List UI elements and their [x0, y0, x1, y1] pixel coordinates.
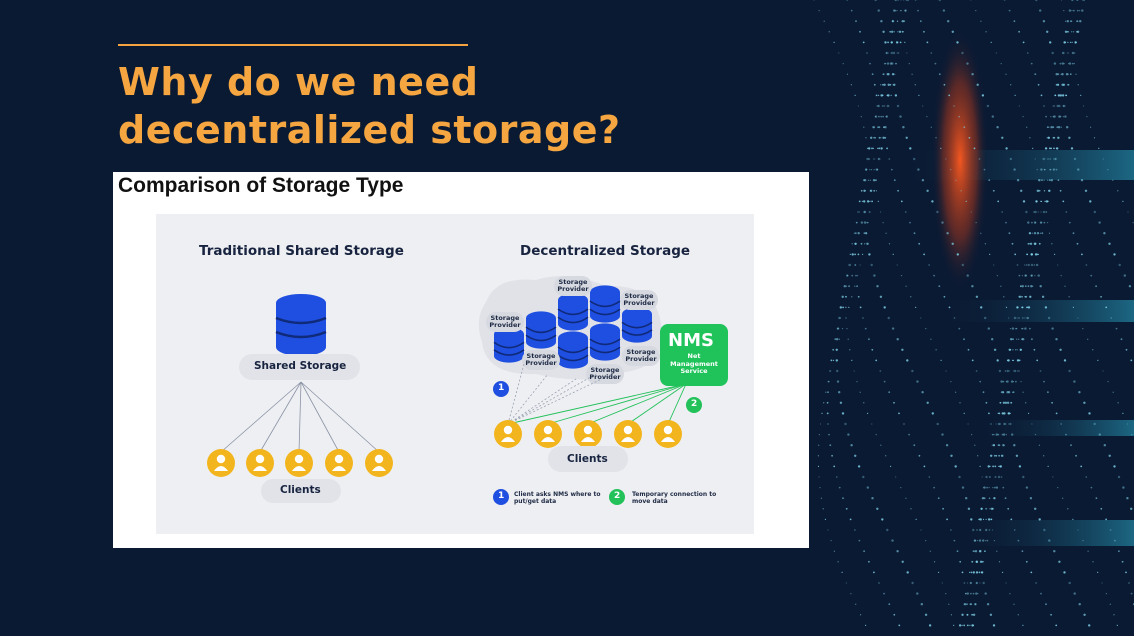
traditional-client-icon-4 [325, 449, 353, 477]
slide-title: Why do we need decentralized storage? [118, 58, 678, 154]
traditional-client-icon-1 [207, 449, 235, 477]
decentralized-client-icon-5 [654, 420, 682, 448]
provider-databases [493, 285, 653, 369]
shared-storage-pill [239, 354, 360, 380]
provider-pill-5 [586, 364, 624, 384]
decentralized-client-icon-2 [534, 420, 562, 448]
nms-box [660, 324, 728, 386]
badge-2-number: 2 [691, 399, 698, 409]
slide-title-line-2: decentralized storage? [118, 108, 621, 152]
provider-database-icon-6 [557, 331, 589, 369]
client-provider-dashed-lines [507, 363, 617, 425]
provider-database-icon-4 [589, 285, 621, 323]
comparison-card: Comparison of Storage Type [113, 172, 809, 548]
provider-pill-4 [522, 350, 560, 370]
shared-storage-label: Shared Storage [254, 360, 347, 372]
storage-comparison-diagram: Traditional Shared Storage Decentralized… [156, 214, 754, 534]
badge-2-icon [686, 397, 702, 413]
provider-database-icon-3 [557, 293, 589, 331]
diagram-graphics [207, 276, 728, 505]
provider-database-icon-7 [589, 323, 621, 361]
decentralized-client-icon-3 [574, 420, 602, 448]
provider-database-icon-2 [525, 311, 557, 349]
title-rule [118, 44, 468, 46]
provider-pill-3 [620, 290, 658, 310]
nms-title: NMS [668, 330, 714, 351]
traditional-lines [220, 381, 380, 453]
slide-title-line-1: Why do we need [118, 60, 479, 104]
decentralized-clients [494, 420, 682, 448]
legend-2-number: 2 [614, 491, 621, 501]
legend-badge-2-icon [609, 489, 625, 505]
particle-wave-decoration [813, 0, 1134, 627]
traditional-client-icon-3 [285, 449, 313, 477]
shared-storage-database-icon [275, 294, 327, 356]
badge-1-number: 1 [498, 383, 505, 393]
card-heading: Comparison of Storage Type [118, 174, 404, 197]
legend-badge-1-icon [493, 489, 509, 505]
traditional-clients-label: Clients [280, 484, 321, 496]
traditional-title: Traditional Shared Storage [199, 243, 404, 259]
provider-pill-2 [554, 276, 592, 296]
decentralized-client-icon-4 [614, 420, 642, 448]
decentralized-client-icon-1 [494, 420, 522, 448]
nms-client-lines [507, 383, 687, 425]
badge-1-icon [493, 381, 509, 397]
traditional-client-icon-2 [246, 449, 274, 477]
traditional-clients-pill [261, 479, 341, 503]
legend-1-number: 1 [498, 491, 505, 501]
traditional-clients [207, 449, 393, 477]
provider-pill-1 [486, 312, 524, 332]
provider-database-icon-5 [621, 307, 653, 343]
provider-pill-6 [622, 346, 660, 366]
decentralized-clients-label: Clients [567, 453, 608, 465]
provider-database-icon-1 [493, 327, 525, 363]
decentralized-clients-pill [548, 446, 628, 472]
decentralized-title: Decentralized Storage [520, 243, 691, 259]
traditional-client-icon-5 [365, 449, 393, 477]
